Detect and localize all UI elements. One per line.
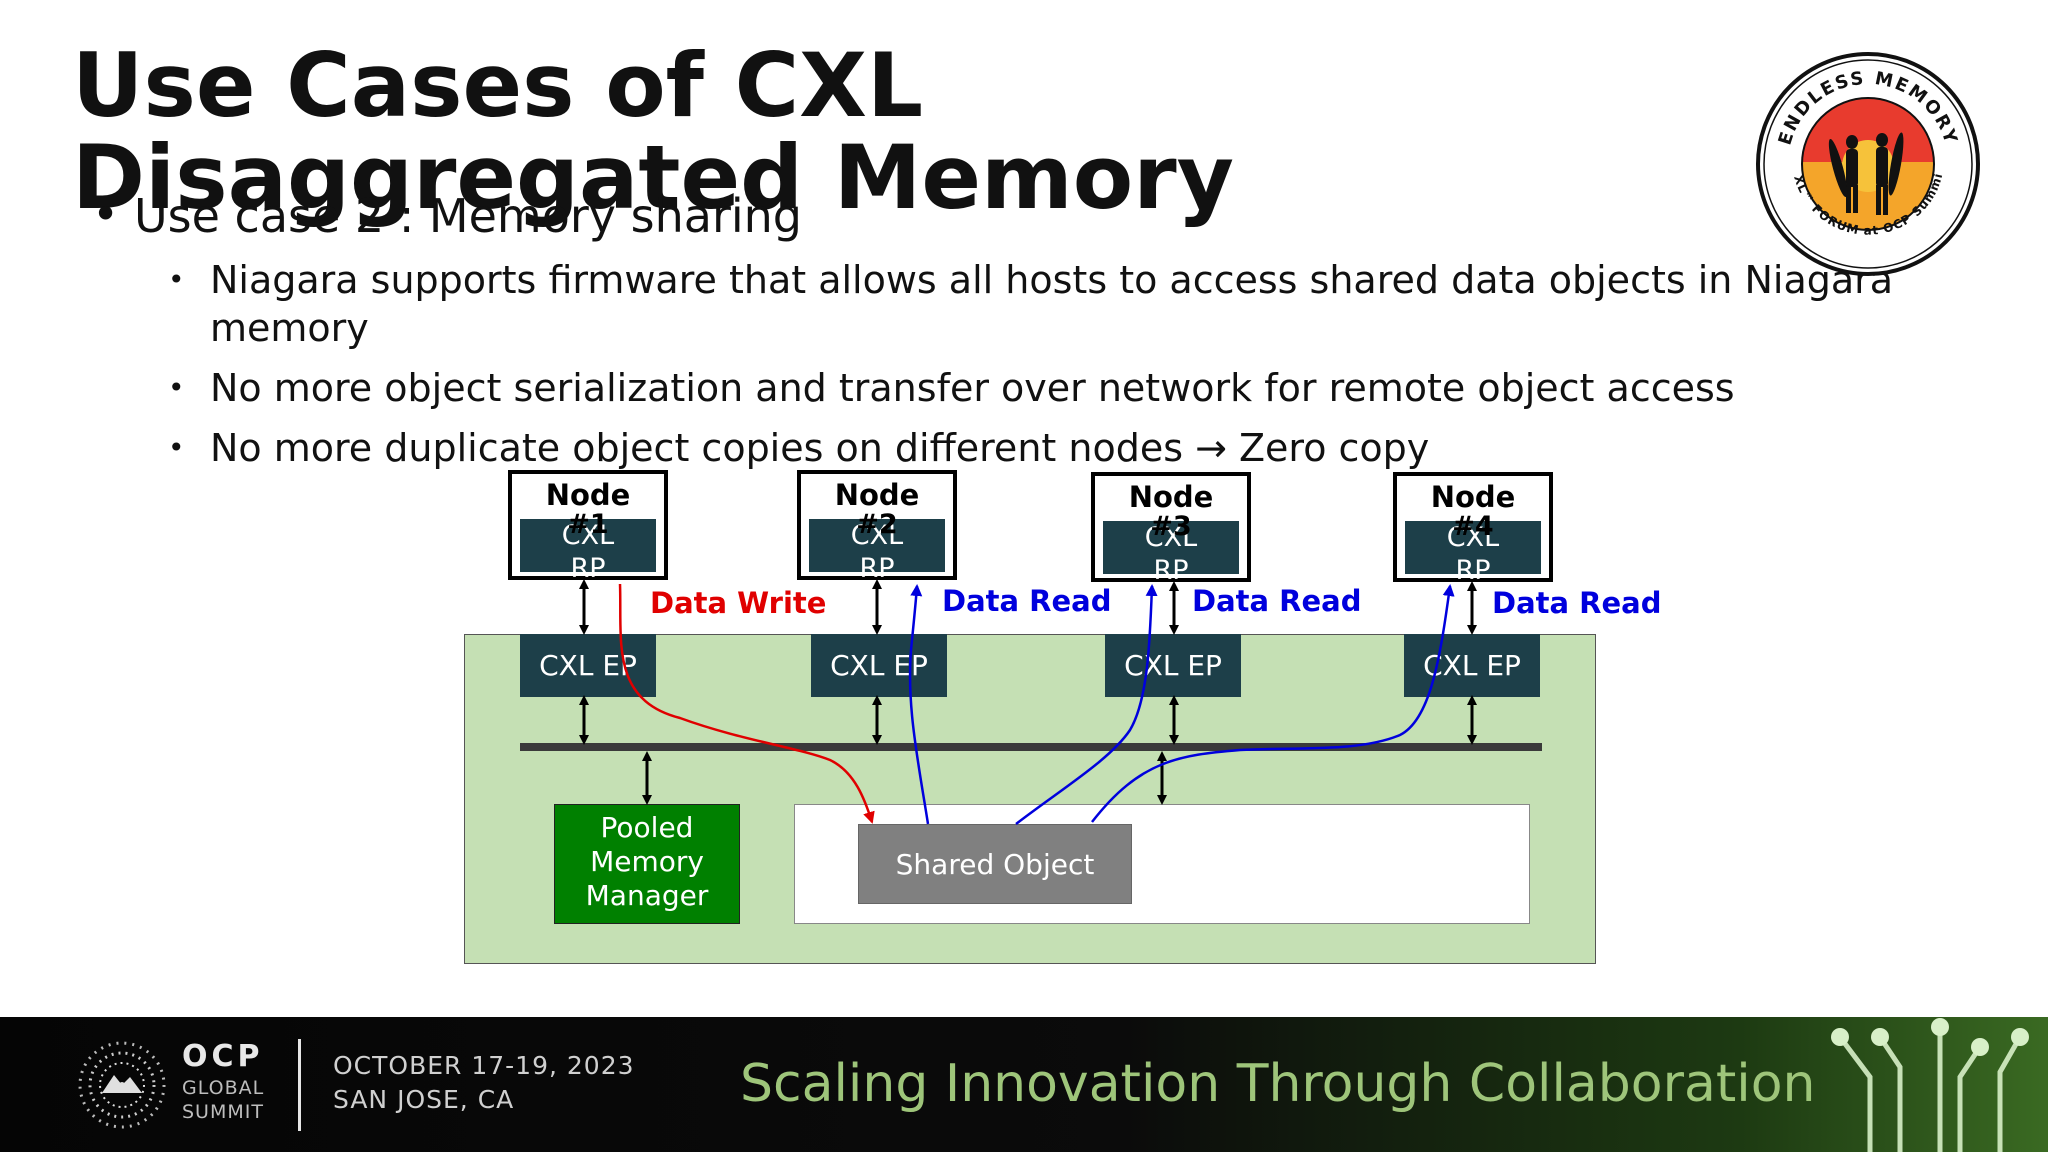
bullet-dot-icon: • [92, 187, 120, 241]
rp-line: CXL [1144, 522, 1198, 553]
circuit-decoration-icon [1831, 1018, 2029, 1152]
shared-object-box: Shared Object [858, 824, 1132, 904]
cxl-rp-box: CXL RP [809, 519, 945, 584]
rp-line: RP [1153, 555, 1189, 586]
data-read-label: Data Read [1192, 584, 1362, 618]
node-number: #2 [856, 509, 898, 540]
node-number: #1 [567, 509, 609, 540]
pmm-line: Memory [590, 845, 704, 878]
footer-divider [298, 1039, 301, 1131]
cxl-rp-box: CXL RP [1103, 521, 1239, 586]
rp-line: CXL [1446, 522, 1500, 553]
cxl-ep-box-3: CXL EP [1105, 634, 1241, 697]
badge-logo-icon: ENDLESS MEMORY CXL™ FORUM at OCP Summit [1749, 39, 1980, 276]
footer-banner: OCP GLOBAL SUMMIT OCTOBER 17-19, 2023 SA… [0, 1017, 2048, 1152]
event-tagline: Scaling Innovation Through Collaboration [740, 1054, 1816, 1114]
cxl-rp-box: CXL RP [520, 519, 656, 584]
data-read-arrow [1091, 584, 1455, 823]
sub-bullet-text: No more duplicate object copies on diffe… [210, 426, 1430, 470]
data-read-arrow [1015, 584, 1158, 825]
ocp-sub-global: GLOBAL [182, 1077, 265, 1099]
ocp-sub-summit: SUMMIT [182, 1101, 264, 1123]
page-title: Use Cases of CXL Disaggregated Memory [72, 34, 1234, 229]
ep-bus-link [579, 695, 1477, 745]
data-write-label: Data Write [650, 586, 827, 620]
sub-bullet-text: memory [210, 306, 369, 350]
data-read-label: Data Read [942, 584, 1112, 618]
rp-line: RP [570, 553, 606, 584]
bus-device-link [642, 751, 1167, 805]
ocp-globe-icon [78, 1041, 166, 1129]
data-read-arrow [908, 584, 930, 825]
node-box-1: Node CXL RP #1 [508, 470, 668, 584]
event-location: SAN JOSE, CA [333, 1085, 515, 1114]
node-label: Node [1128, 480, 1214, 514]
ocp-name: OCP [182, 1039, 264, 1074]
bullet-dot-icon: • [168, 371, 185, 404]
node-label: Node [834, 478, 920, 512]
memory-sharing-diagram: Shared Object Pooled Memory Manager Node… [464, 470, 1662, 964]
node-label: Node [545, 478, 631, 512]
node-box-2: Node CXL RP #2 [797, 470, 957, 584]
main-bullet-text: Use case 2 : Memory sharing [134, 189, 802, 243]
cxl-ep-box-1: CXL EP [520, 634, 656, 697]
sub-bullet-text: No more object serialization and transfe… [210, 366, 1735, 410]
rp-line: RP [859, 553, 895, 584]
node-number: #3 [1150, 511, 1192, 542]
bullet-list: • Use case 2 : Memory sharing • Niagara … [0, 0, 2048, 480]
bullet-dot-icon: • [168, 431, 185, 464]
node-number: #4 [1452, 511, 1494, 542]
diagram-connectors [579, 579, 1477, 825]
data-read-label: Data Read [1492, 586, 1662, 620]
data-write-arrow [618, 583, 875, 824]
node-label: Node [1430, 480, 1516, 514]
pmm-line: Pooled [600, 811, 694, 844]
endless-memory-badge: ENDLESS MEMORY CXL™ FORUM at OCP Summit [1749, 39, 1982, 278]
node-ep-link [579, 579, 1477, 635]
cxl-rp-box: CXL RP [1405, 521, 1541, 586]
pmm-line: Manager [585, 879, 709, 912]
event-date: OCTOBER 17-19, 2023 [333, 1051, 635, 1080]
node-box-4: Node CXL RP #4 [1393, 472, 1553, 586]
rp-line: CXL [561, 520, 615, 551]
rp-line: RP [1455, 555, 1491, 586]
pooled-memory-manager-box: Pooled Memory Manager [554, 804, 740, 924]
sub-bullet-text: Niagara supports firmware that allows al… [210, 258, 1894, 302]
bullet-dot-icon: • [168, 263, 185, 296]
rp-line: CXL [850, 520, 904, 551]
internal-bus [520, 743, 1542, 751]
cxl-ep-box-4: CXL EP [1404, 634, 1540, 697]
node-box-3: Node CXL RP #3 [1091, 472, 1251, 586]
